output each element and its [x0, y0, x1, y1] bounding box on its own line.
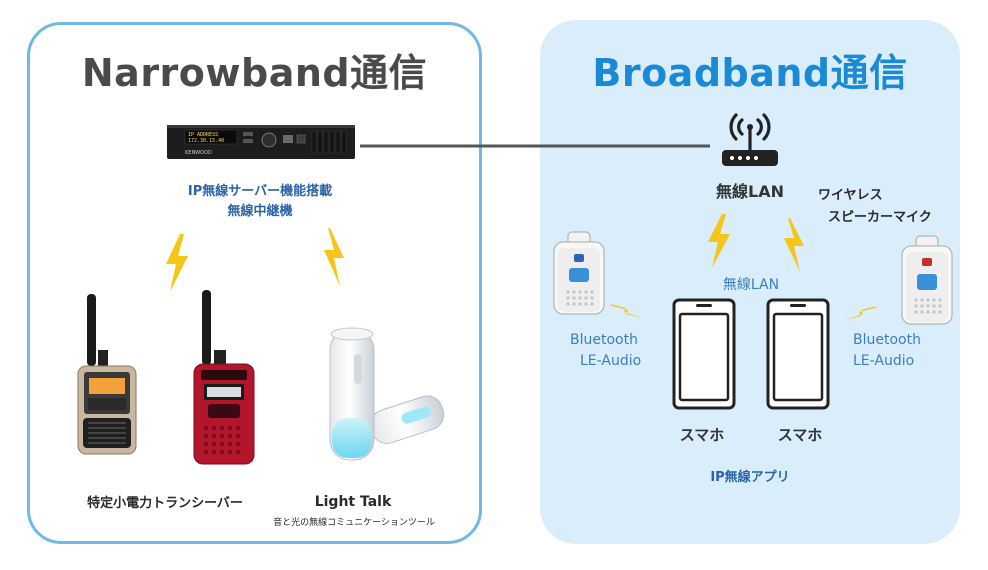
rack-screen-text-1: IP ADDRESS [188, 132, 218, 138]
lightning-bolt-icon [166, 234, 188, 292]
speaker-mic-icon [553, 231, 605, 315]
broadband-title: Broadband通信 [592, 51, 908, 95]
smartphone-left-label: スマホ [679, 426, 725, 444]
smartphone-icon [672, 298, 736, 410]
bluetooth-left-label-line2: LE-Audio [580, 353, 642, 369]
smartphone-icon [766, 298, 830, 410]
lightning-bolt-icon [324, 228, 344, 286]
wifi-router-icon [722, 113, 778, 166]
repeater-label-line2: 無線中継機 [227, 204, 293, 219]
lightning-bolt-icon [784, 218, 804, 272]
rack-brand-text: KENWOOD [185, 150, 212, 156]
repeater-label-line1: IP無線サーバー機能搭載 [187, 184, 333, 199]
bluetooth-right-label-line2: LE-Audio [853, 353, 915, 369]
wlan-label: 無線LAN [716, 182, 784, 201]
wlan-mid-label: 無線LAN [722, 277, 780, 293]
lightning-bolt-icon [610, 304, 642, 318]
speaker-mic-label-line2: スピーカーマイク [828, 210, 932, 225]
transceiver-red-icon [193, 290, 255, 465]
light-talk-sublabel: 音と光の無線コミュニケーションツール [273, 518, 435, 528]
narrowband-panel [27, 22, 482, 544]
lightning-bolt-icon [708, 214, 730, 268]
speaker-mic-icon [901, 235, 953, 325]
light-talk-device-icon [329, 327, 445, 461]
transceiver-beige-icon [77, 294, 137, 455]
rack-screen-text-2: 172.30.15.40 [188, 138, 224, 144]
lightning-bolt-icon [845, 306, 877, 320]
bluetooth-right-label-line1: Bluetooth [853, 332, 921, 348]
repeater-server-icon: IP ADDRESS 172.30.15.40 KENWOOD [167, 125, 355, 159]
light-talk-label: Light Talk [314, 494, 392, 510]
narrowband-title: Narrowband通信 [81, 51, 428, 95]
speaker-mic-label-line1: ワイヤレス [818, 188, 883, 203]
ip-app-label: IP無線アプリ [710, 470, 790, 485]
transceiver-label: 特定小電力トランシーバー [87, 496, 243, 511]
smartphone-right-label: スマホ [777, 426, 823, 444]
broadband-panel [540, 20, 960, 544]
bluetooth-left-label-line1: Bluetooth [570, 332, 638, 348]
